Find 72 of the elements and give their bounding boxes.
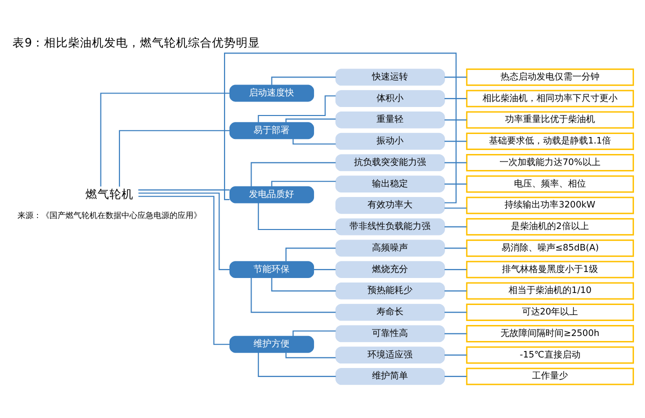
connector <box>271 76 336 85</box>
node-box: 预热能耗少 <box>335 282 445 300</box>
connector <box>444 269 467 270</box>
connector <box>100 92 230 186</box>
node-box: 热态启动发电仅需一分钟 <box>466 68 634 86</box>
node-box: 输出稳定 <box>335 176 445 193</box>
node-box: 节能环保 <box>229 261 314 278</box>
connector <box>292 138 336 145</box>
node-box: 无故障间隔时间≥2500h <box>466 325 634 342</box>
connector <box>444 76 467 78</box>
diagram-title: 表9：相比柴油机发电，燃气轮机综合优势明显 <box>12 35 260 50</box>
connector <box>138 196 230 345</box>
node-box: 持续输出功率3200kW <box>466 196 634 214</box>
node-box: 抗负载突变能力强 <box>335 154 445 172</box>
node-box: 燃烧充分 <box>335 261 445 278</box>
node-box: 功率重量比优于柴油机 <box>466 111 634 129</box>
node-box: 带非线性负载能力强 <box>335 218 445 236</box>
connector <box>444 184 467 185</box>
node-box: 相比柴油机，相同功率下尺寸更小 <box>466 90 634 108</box>
node-box: 维护方便 <box>229 336 314 353</box>
node-box: 是柴油机的2倍以上 <box>466 218 634 236</box>
connector <box>271 180 336 187</box>
connector <box>314 269 336 270</box>
node-box: 可靠性高 <box>335 325 445 342</box>
connector <box>292 330 336 336</box>
node-box: 相当于柴油机的1/10 <box>466 282 634 300</box>
connector <box>250 278 336 313</box>
node-box: 维护简单 <box>335 368 445 385</box>
node-box: 发电品质好 <box>229 186 314 204</box>
connector <box>138 192 230 270</box>
node-box: 易消除、噪声≤85dB(A) <box>466 240 634 257</box>
connector <box>258 95 336 122</box>
connector <box>118 130 230 187</box>
connector <box>138 189 230 190</box>
node-box: 重量轻 <box>335 111 445 128</box>
node-box: 寿命长 <box>335 304 445 321</box>
connector <box>444 140 467 142</box>
connector <box>444 98 467 100</box>
connector <box>258 352 336 377</box>
connector <box>258 202 336 230</box>
connector <box>285 352 336 358</box>
connector <box>271 278 336 292</box>
node-box: 可达20年以上 <box>466 304 634 321</box>
connector <box>444 162 467 164</box>
node-box: 体积小 <box>335 90 445 108</box>
connector <box>444 290 467 292</box>
connector <box>444 312 467 313</box>
node-box: 有效功率大 <box>335 196 445 214</box>
connector <box>444 119 467 120</box>
node-box: -15℃直接启动 <box>466 346 634 364</box>
node-box: 易于部署 <box>229 122 314 140</box>
node-box: 排气林格曼黑度小于1级 <box>466 260 634 278</box>
connector <box>285 118 336 122</box>
node-box: 高频噪声 <box>335 240 445 257</box>
connector <box>444 208 467 209</box>
node-box: 启动速度快 <box>229 84 314 102</box>
node-box: 快速运转 <box>335 68 445 86</box>
node-box: 电压、频率、相位 <box>466 175 634 193</box>
connector <box>285 248 336 262</box>
node-box: 环境适应强 <box>335 346 445 364</box>
connector <box>444 248 467 249</box>
caption: 来源：《国产燃气轮机在数据中心应急电源的应用》 <box>18 211 202 220</box>
connector <box>444 333 467 334</box>
node-box: 工作量少 <box>466 368 634 386</box>
connector <box>444 354 467 356</box>
node-box: 基础要求低，动载是静载1.1倍 <box>466 132 634 150</box>
node-box: 一次加载能力达70%以上 <box>466 154 634 172</box>
connector <box>444 226 467 228</box>
connector <box>250 162 336 187</box>
connector <box>444 376 467 377</box>
node-text: 燃气轮机 <box>86 186 134 201</box>
node-box: 振动小 <box>335 132 445 150</box>
